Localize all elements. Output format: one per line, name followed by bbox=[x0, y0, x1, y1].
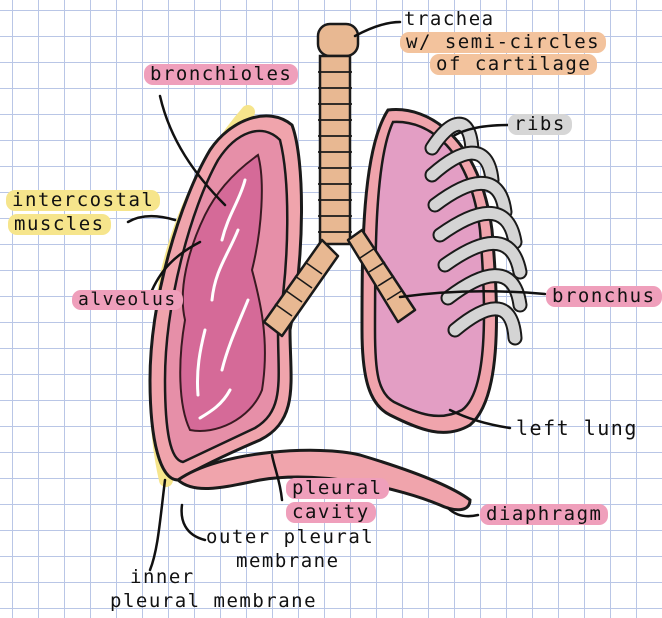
trachea-label: trachea bbox=[404, 10, 495, 29]
trachea-desc-line2: w/ semi-circles bbox=[400, 32, 606, 53]
bronchioles-label: bronchioles bbox=[144, 64, 298, 85]
outer-pleural-label-line1: outer pleural bbox=[206, 528, 374, 547]
left-lung-label: left lung bbox=[516, 418, 638, 438]
ribs-label: ribs bbox=[508, 114, 572, 135]
pleural-cavity-label-line1: pleural bbox=[286, 478, 389, 499]
diaphragm-label: diaphragm bbox=[480, 504, 608, 525]
bronchus-label: bronchus bbox=[546, 286, 662, 307]
trachea-group bbox=[318, 24, 358, 244]
alveolus-label: alveolus bbox=[72, 290, 183, 310]
inner-pleural-label-line2: pleural membrane bbox=[110, 592, 317, 611]
outer-pleural-label-line2: membrane bbox=[236, 552, 340, 571]
intercostal-label-line1: intercostal bbox=[6, 190, 160, 211]
trachea-desc-line3: of cartilage bbox=[430, 54, 597, 75]
inner-pleural-label-line1: inner bbox=[130, 568, 195, 587]
trachea-label-line1: trachea bbox=[404, 10, 495, 29]
intercostal-label-line2: muscles bbox=[8, 214, 111, 235]
pleural-cavity-label-line2: cavity bbox=[286, 502, 376, 523]
